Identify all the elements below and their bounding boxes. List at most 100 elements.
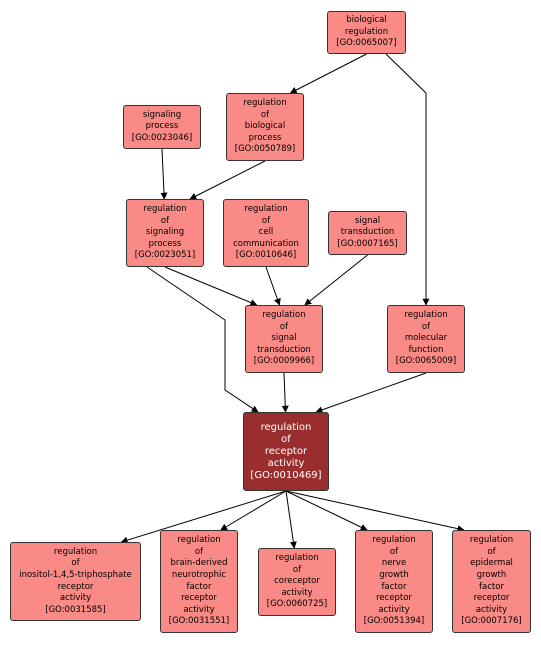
node-go-id: [GO:0050789] — [234, 144, 296, 155]
node-label-line: regulation — [244, 204, 288, 215]
node-label-line: epidermal — [470, 558, 513, 569]
node-go-id: [GO:0023046] — [131, 132, 193, 143]
node-label-line: regulation — [404, 310, 448, 321]
node-label-line: of — [421, 321, 431, 332]
node-label-line: of — [281, 433, 291, 445]
node-label-line: signal — [271, 333, 297, 344]
node-label-line: regulation — [372, 535, 416, 546]
node-label-line: factor — [381, 581, 407, 592]
node-label-line: activity — [183, 604, 215, 615]
node-label-line: activity — [281, 587, 313, 598]
node-label-line: signal — [354, 215, 381, 226]
node-label-line: of — [487, 546, 496, 557]
node-label-line: growth — [476, 569, 507, 580]
node-label-line: of — [279, 321, 289, 332]
node-label-line: regulation — [260, 421, 312, 433]
node-label-line: nerve — [381, 558, 407, 569]
node-label-line: factor — [479, 581, 504, 592]
node-label-line: signaling — [145, 227, 185, 238]
node-label-line: process — [248, 132, 282, 143]
edge-arrow — [220, 490, 287, 531]
node-label-line: biological — [346, 15, 387, 26]
node-label-line: of — [160, 215, 170, 226]
edge-arrow — [285, 490, 368, 531]
edge-arrow — [281, 372, 289, 413]
node-label-line: regulation — [143, 204, 187, 215]
node-label-line: receptor — [181, 593, 217, 604]
edge-arrow — [164, 266, 258, 306]
edge-arrow — [146, 266, 259, 413]
node-go-id: [GO:0065009] — [395, 356, 457, 367]
edge-arrow — [289, 53, 367, 94]
node-label-line: communication — [233, 238, 299, 249]
node-label-line: process — [145, 121, 179, 132]
node-go-id: [GO:0010646] — [235, 250, 297, 261]
node-label-line: inositol-1,4,5-triphosphate — [19, 569, 132, 580]
edge-arrow — [189, 160, 266, 200]
node-label-line: cell — [258, 227, 274, 238]
node-go-id: [GO:0065007] — [336, 38, 397, 49]
node-label-line: regulation — [344, 26, 389, 37]
edge-arrow — [120, 490, 287, 544]
node-label-line: regulation — [262, 310, 306, 321]
node-label-line: coreceptor — [274, 576, 320, 587]
node-label-line: receptor — [376, 593, 412, 604]
node-label-line: transduction — [257, 344, 311, 355]
node-label-line: brain-derived — [170, 558, 228, 569]
node-label-line: activity — [475, 604, 508, 615]
node-go-id: [GO:0007176] — [461, 616, 522, 627]
node-label-line: regulation — [469, 535, 514, 546]
node-label-line: of — [194, 546, 204, 557]
node-label-line: of — [71, 558, 80, 569]
node-label-line: biological — [244, 121, 286, 132]
node-go-id: [GO:0031551] — [168, 616, 230, 627]
node-label-line: neurotrophic — [171, 569, 227, 580]
edge-arrow — [160, 148, 168, 200]
node-label-line: function — [408, 344, 444, 355]
edge-arrow — [285, 490, 297, 549]
edge-arrow — [385, 53, 430, 306]
node-label-line: regulation — [275, 553, 319, 564]
node-go-id: [GO:0007165] — [337, 238, 398, 249]
edge-arrow — [304, 254, 368, 306]
node-label-line: of — [261, 215, 271, 226]
node-go-id: [GO:0009966] — [253, 356, 315, 367]
node-label-line: regulation — [53, 546, 98, 557]
node-label-line: receptor — [473, 593, 510, 604]
node-label-line: activity — [59, 593, 92, 604]
node-go-id: [GO:0023051] — [134, 250, 196, 261]
node-label-line: activity — [378, 604, 410, 615]
node-label-line: of — [389, 546, 399, 557]
node-label-line: receptor — [264, 445, 308, 457]
node-label-line: activity — [267, 457, 305, 469]
node-go-id: [GO:0051394] — [363, 616, 425, 627]
node-go-id: [GO:0031585] — [45, 604, 106, 615]
node-label-line: molecular — [404, 333, 448, 344]
node-label-line: growth — [379, 569, 409, 580]
node-label-line: regulation — [243, 98, 287, 109]
node-label-line: factor — [186, 581, 212, 592]
node-label-line: regulation — [177, 535, 221, 546]
node-go-id: [GO:0010469] — [250, 469, 322, 481]
node-label-line: of — [292, 564, 302, 575]
edge-arrow — [315, 372, 427, 414]
node-label-line: receptor — [57, 581, 94, 592]
node-label-line: signaling — [142, 109, 182, 120]
node-go-id: [GO:0060725] — [266, 599, 328, 610]
node-label-line: transduction — [340, 227, 395, 238]
